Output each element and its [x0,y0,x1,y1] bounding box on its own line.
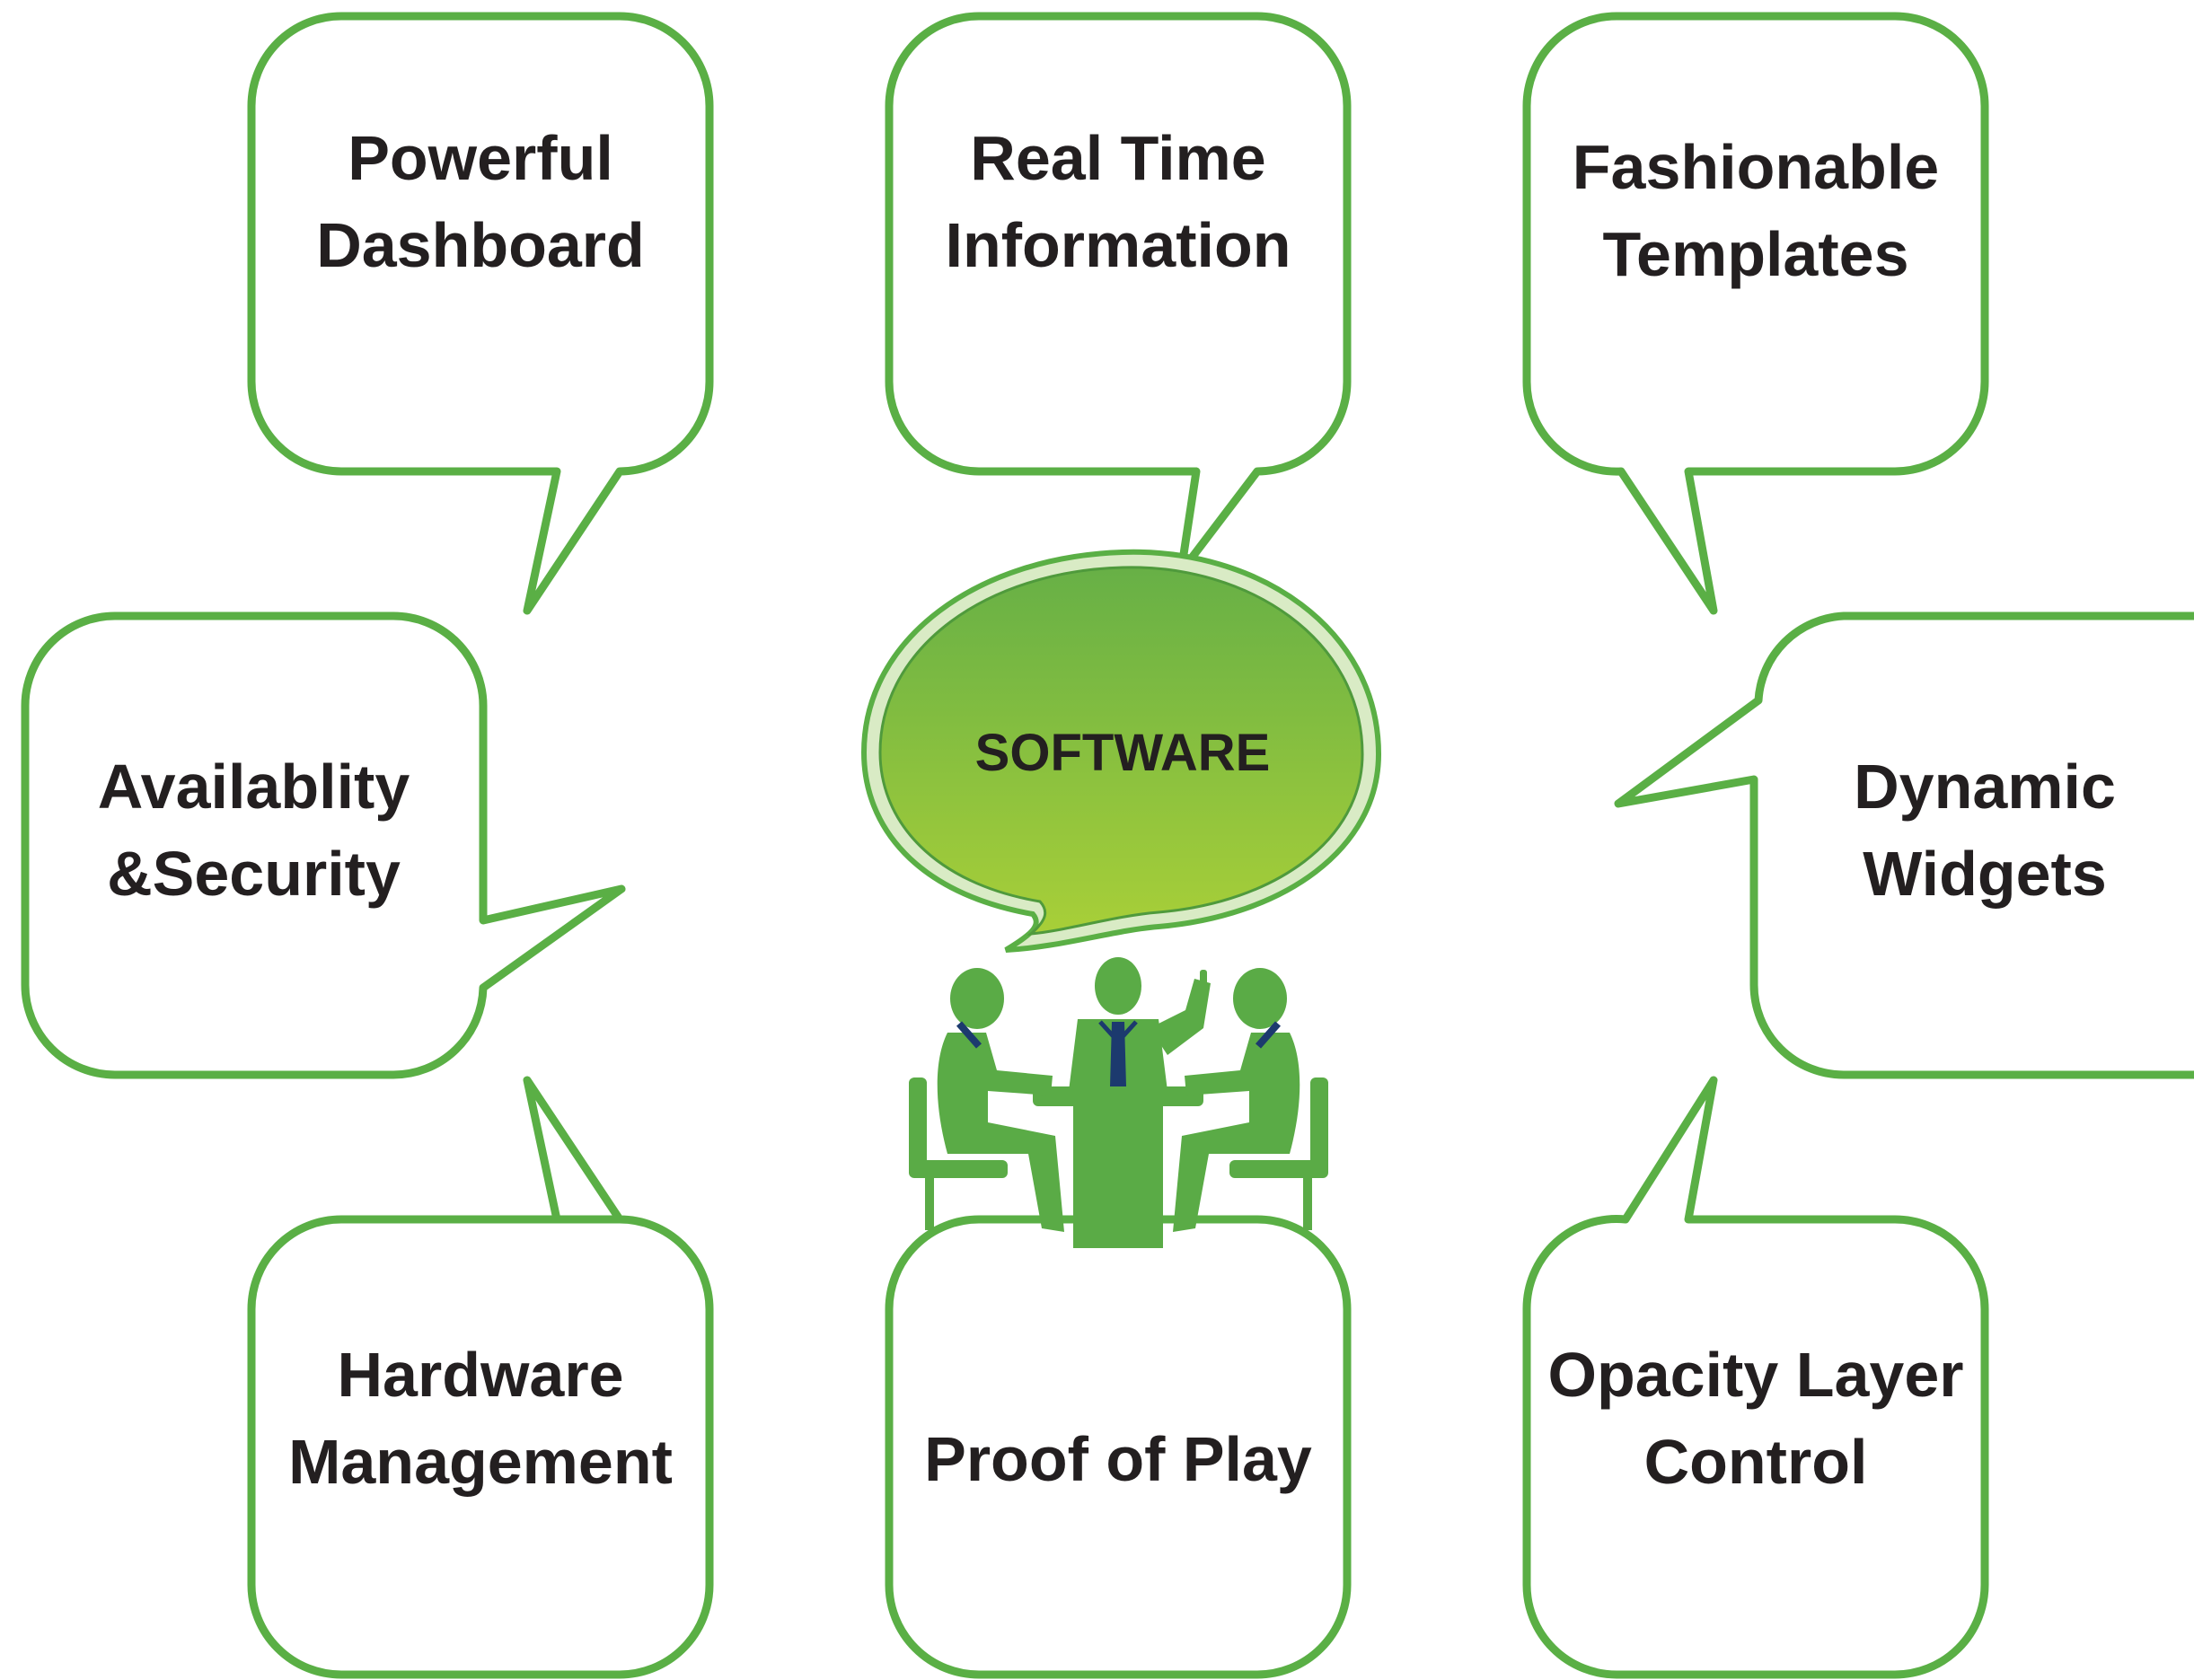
speech-bubble-hardware-management [247,1076,714,1679]
speech-bubble-availability-security [21,611,626,1079]
feature-line: Dynamic [1854,752,2116,822]
feature-availability-security: Availablity&Security [27,727,480,934]
speech-bubble-powerful-dashboard [247,12,714,615]
feature-line: Control [1643,1427,1868,1497]
feature-line: Management [288,1427,673,1497]
feature-line: Fashionable [1572,132,1940,202]
feature-line: Availablity [97,752,410,822]
speech-bubble-proof-of-play [885,1215,1352,1679]
speech-bubble-fashionable-templates [1522,12,1989,615]
speech-bubble-dynamic-widgets [1614,611,2194,1079]
software-center-bubble [860,549,1382,953]
feature-line: &Security [107,839,401,909]
feature-line: Opacity Layer [1547,1340,1964,1410]
feature-line: Information [945,210,1291,280]
feature-line: Templates [1602,219,1909,289]
meeting-people-icon [909,957,1328,1248]
feature-proof-of-play: Proof of Play [894,1374,1343,1544]
feature-line: Dashboard [316,210,645,280]
software-label: SOFTWARE [974,724,1271,782]
feature-line: Real Time [970,123,1266,193]
feature-line: Powerful [348,123,613,193]
feature-line: Proof of Play [924,1423,1312,1494]
speech-bubble-opacity-layer-control [1522,1076,1989,1679]
feature-line: Hardware [337,1340,624,1410]
feature-line: Widgets [1863,839,2107,909]
